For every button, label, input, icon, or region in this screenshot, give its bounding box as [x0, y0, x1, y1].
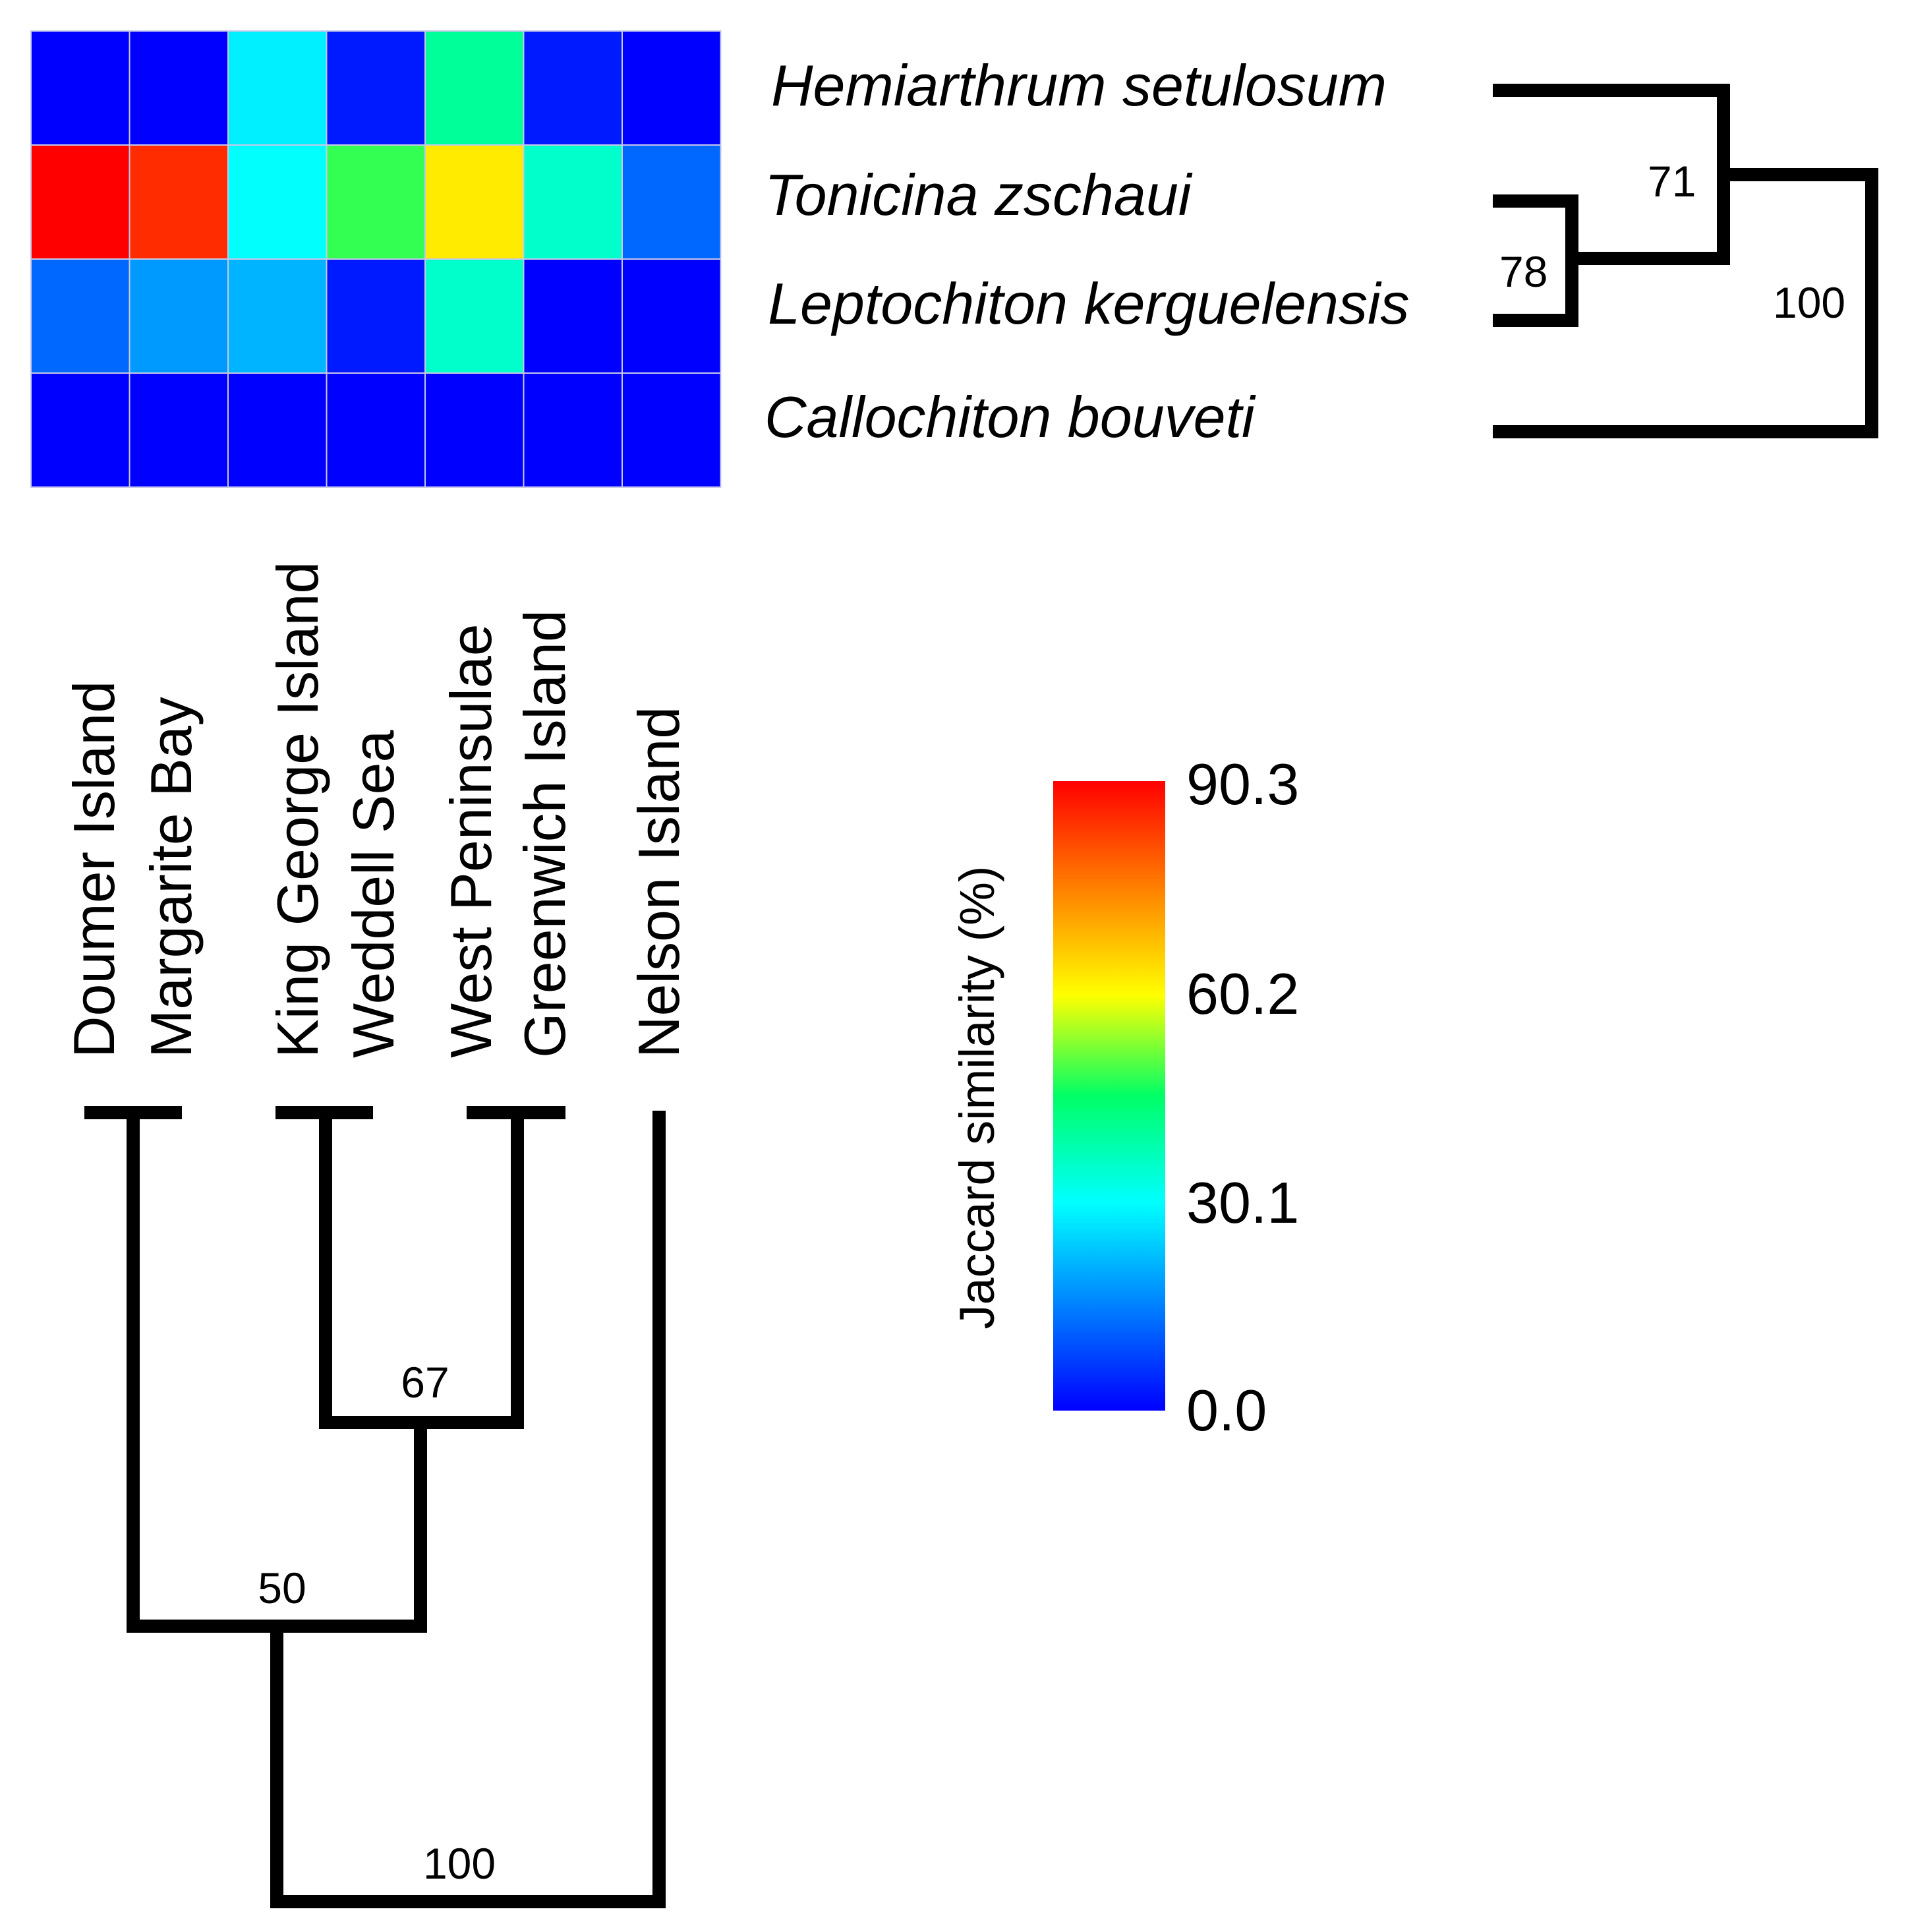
- column-dendrogram: 67 50 100: [84, 1106, 666, 1908]
- heatmap-cell: [622, 144, 722, 260]
- column-label: Doumer Island: [61, 681, 127, 1058]
- row-labels: Hemiarthrum setulosum Tonicina zschaui L…: [765, 53, 1410, 450]
- heatmap-cell: [129, 372, 229, 488]
- row-label: Callochiton bouveti: [765, 384, 1256, 450]
- colorbar-tick-label: 90.3: [1186, 751, 1299, 817]
- row-dendrogram: 78 71 100: [1493, 84, 1878, 438]
- colorbar-tick-label: 30.1: [1186, 1170, 1299, 1235]
- column-label: Greenwich Island: [512, 610, 577, 1058]
- heatmap-cell: [30, 30, 130, 146]
- heatmap-cell: [227, 372, 328, 488]
- column-bootstrap-label: 100: [423, 1839, 496, 1888]
- row-branch: [1493, 168, 1878, 438]
- column-label: Weddell Sea: [341, 730, 406, 1058]
- heatmap-cell: [129, 258, 229, 374]
- heatmap-cell: [30, 144, 130, 260]
- row-bootstrap-label: 78: [1499, 247, 1547, 296]
- heatmap-cell: [622, 372, 722, 488]
- column-label: West Peninsulae: [438, 624, 504, 1058]
- heatmap-cell: [523, 258, 623, 374]
- heatmap-cell: [129, 144, 229, 260]
- column-bootstrap-label: 50: [258, 1564, 306, 1612]
- column-label: Nelson Island: [626, 707, 691, 1058]
- column-label: Margarite Bay: [138, 697, 204, 1058]
- heatmap-cell: [227, 258, 328, 374]
- colorbar-gradient: [1053, 781, 1165, 1411]
- heatmap-cell: [326, 144, 426, 260]
- heatmap-grid: [30, 30, 722, 488]
- heatmap-cell: [424, 258, 525, 374]
- column-branch: [127, 1113, 427, 1633]
- column-labels: Doumer Island Margarite Bay King George …: [61, 562, 691, 1058]
- heatmap-cell: [326, 258, 426, 374]
- heatmap-cell: [326, 30, 426, 146]
- colorbar: 90.3 60.2 30.1 0.0 Jaccard similarity (%…: [950, 751, 1299, 1443]
- column-bootstrap-label: 67: [401, 1358, 449, 1407]
- colorbar-tick-label: 0.0: [1186, 1378, 1267, 1443]
- row-label: Tonicina zschaui: [765, 162, 1193, 227]
- column-label: King George Island: [265, 562, 330, 1058]
- heatmap-cell: [424, 30, 525, 146]
- heatmap-cell: [326, 372, 426, 488]
- heatmap-cell: [30, 372, 130, 488]
- heatmap-cell: [30, 258, 130, 374]
- heatmap-cell: [523, 372, 623, 488]
- heatmap-cell: [523, 30, 623, 146]
- heatmap-cell: [424, 144, 525, 260]
- row-bootstrap-label: 71: [1648, 157, 1696, 206]
- heatmap-cell: [622, 258, 722, 374]
- heatmap-cell: [523, 144, 623, 260]
- heatmap-cell: [424, 372, 525, 488]
- heatmap-cell: [129, 30, 229, 146]
- column-branch: [270, 1111, 666, 1908]
- heatmap-cell: [227, 144, 328, 260]
- heatmap-cell: [227, 30, 328, 146]
- colorbar-title: Jaccard similarity (%): [950, 865, 1004, 1329]
- row-label: Leptochiton kerguelensis: [768, 271, 1410, 336]
- heatmap-cell: [622, 30, 722, 146]
- row-label: Hemiarthrum setulosum: [771, 53, 1387, 118]
- colorbar-tick-label: 60.2: [1186, 961, 1299, 1026]
- row-bootstrap-label: 100: [1773, 278, 1845, 327]
